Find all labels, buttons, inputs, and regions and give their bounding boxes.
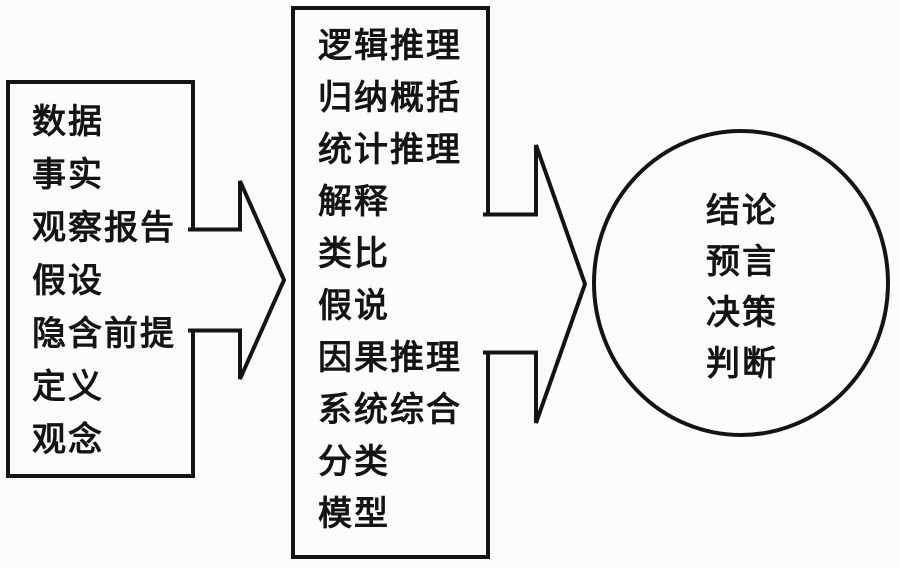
list-item: 解释 [318,184,390,221]
output-circle-items: 结论 预言 决策 判断 [668,186,816,390]
list-item: 模型 [318,496,390,533]
list-item: 结论 [706,193,778,230]
list-item: 预言 [706,244,778,281]
list-item: 判断 [706,346,778,383]
left-box-items: 数据 事实 观察报告 假设 隐含前提 定义 观念 [32,96,176,467]
process-box-outline [291,6,490,559]
list-item: 观念 [32,422,104,459]
list-item: 分类 [318,444,390,481]
list-item: 统计推理 [318,132,462,169]
list-item: 决策 [706,295,778,332]
arrow-left-to-process-icon [188,180,287,380]
left-box-outline [6,80,195,478]
output-circle-outline [592,129,890,437]
list-item: 归纳概括 [318,80,462,117]
list-item: 系统综合 [318,392,462,429]
arrow-process-to-output-icon [483,144,588,424]
list-item: 隐含前提 [32,316,176,353]
list-item: 假设 [32,263,104,300]
list-item: 逻辑推理 [318,28,462,65]
list-item: 假说 [318,288,390,325]
list-item: 类比 [318,236,390,273]
list-item: 观察报告 [32,210,176,247]
list-item: 数据 [32,104,104,141]
process-box-items: 逻辑推理 归纳概括 统计推理 解释 类比 假说 因果推理 系统综合 分类 模型 [318,21,462,541]
list-item: 因果推理 [318,340,462,377]
list-item: 定义 [32,369,104,406]
list-item: 事实 [32,157,104,194]
